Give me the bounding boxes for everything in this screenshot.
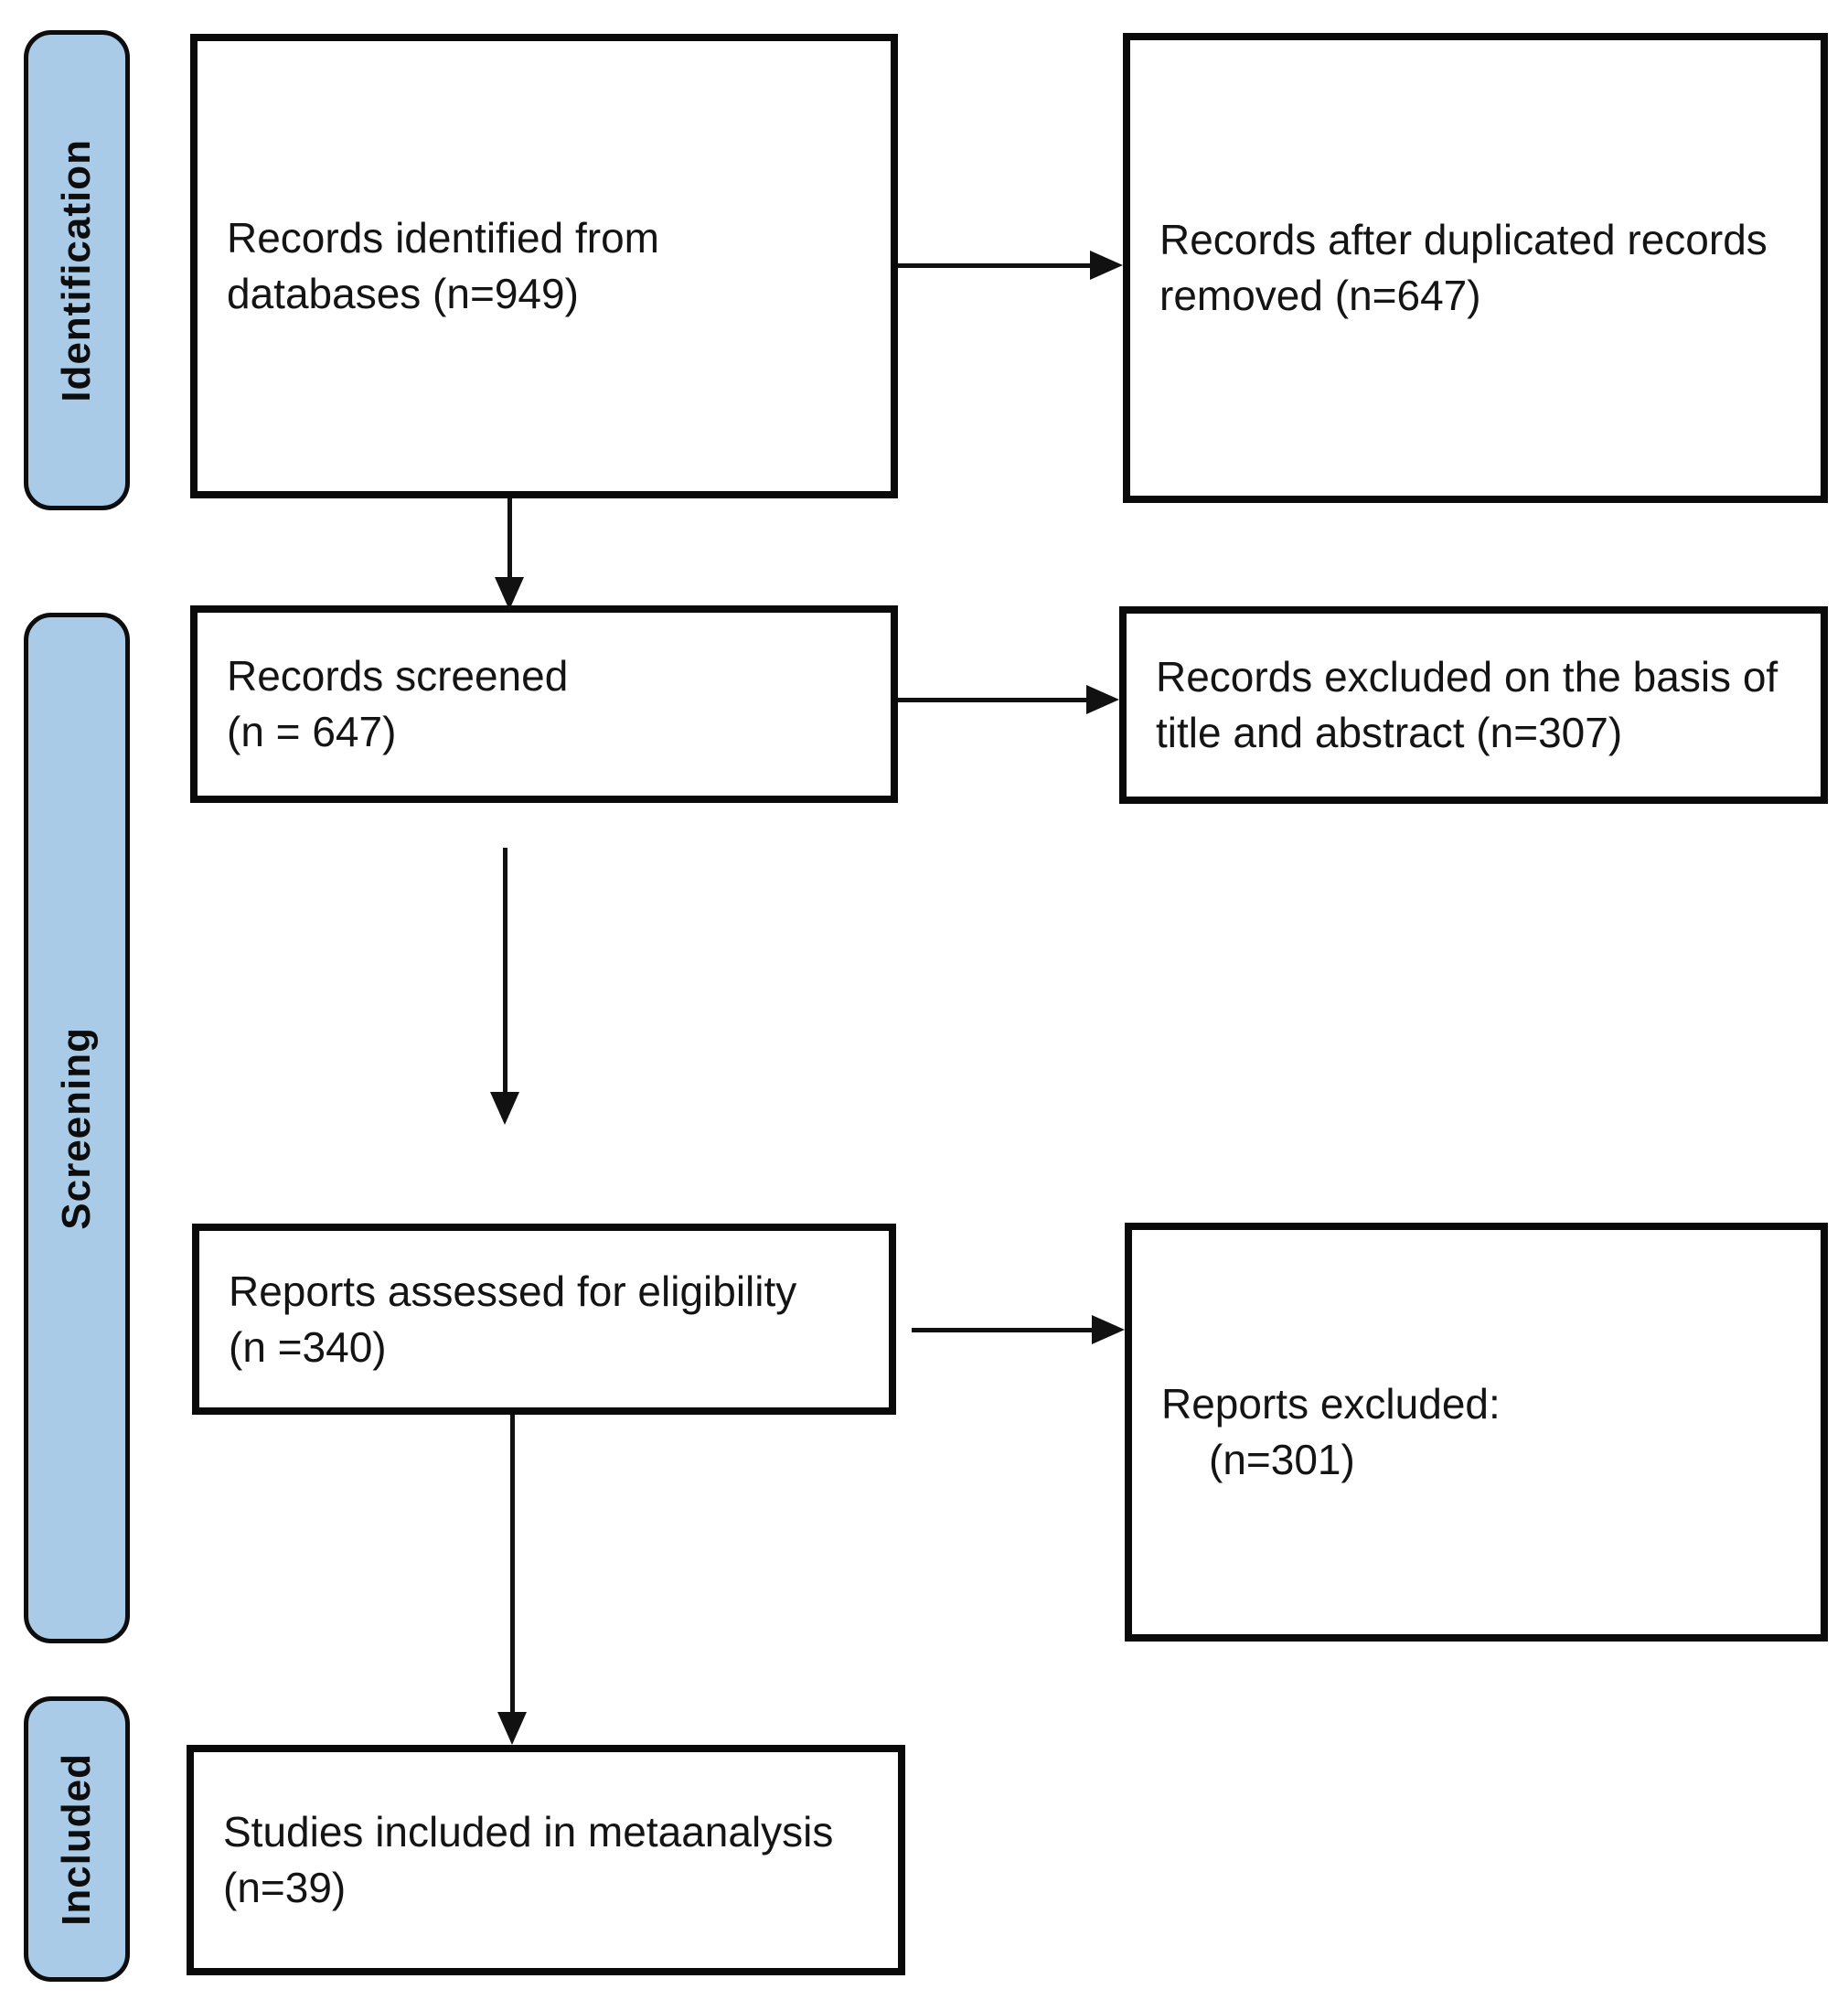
box-records-identified: Records identified from databases (n=949… bbox=[190, 34, 898, 498]
arrow-screened-to-assessed-head-icon bbox=[490, 1092, 519, 1125]
arrow-identified-to-screened-head-icon bbox=[495, 577, 524, 610]
box-records-excluded-title-abstract: Records excluded on the basis of title a… bbox=[1119, 606, 1828, 804]
arrow-assessed-to-included-head-icon bbox=[497, 1712, 527, 1745]
stage-label-identification: Identification bbox=[54, 138, 99, 402]
box-records-excluded-line-2: title and abstract (n=307) bbox=[1156, 709, 1623, 756]
box-records-screened-line-2: (n = 647) bbox=[227, 708, 397, 755]
box-studies-included-line-1: Studies included in metaanalysis bbox=[223, 1808, 834, 1856]
box-studies-included-line-2: (n=39) bbox=[223, 1864, 347, 1911]
box-records-identified-line-2: databases (n=949) bbox=[227, 270, 579, 317]
arrow-assessed-to-included-line bbox=[510, 1415, 515, 1712]
box-records-after-duplicates-removed-line-1: Records after duplicated records bbox=[1159, 216, 1768, 263]
arrow-screened-to-excluded-head-icon bbox=[1086, 685, 1119, 714]
box-reports-excluded-line-1: Reports excluded: bbox=[1161, 1380, 1501, 1428]
arrow-identified-to-deduplicated-line bbox=[898, 263, 1092, 268]
stage-bar-included: Included bbox=[24, 1696, 130, 1982]
arrow-identified-to-deduplicated-head-icon bbox=[1090, 251, 1123, 280]
box-records-excluded-line-1: Records excluded on the basis of bbox=[1156, 653, 1779, 701]
arrow-assessed-to-reports-excluded-line bbox=[912, 1328, 1092, 1332]
stage-label-included: Included bbox=[54, 1752, 99, 1926]
box-reports-assessed-line-2: (n =340) bbox=[229, 1322, 387, 1371]
box-records-after-duplicates-removed-line-2: removed (n=647) bbox=[1159, 272, 1481, 319]
arrow-assessed-to-reports-excluded-head-icon bbox=[1092, 1315, 1125, 1344]
arrow-identified-to-screened-line bbox=[507, 498, 512, 579]
box-studies-included-metaanalysis: Studies included in metaanalysis (n=39) bbox=[187, 1745, 905, 1975]
box-reports-excluded: Reports excluded: (n=301) bbox=[1125, 1223, 1828, 1642]
box-records-identified-line-1: Records identified from bbox=[227, 214, 659, 262]
box-reports-assessed: Reports assessed for eligibility (n =340… bbox=[192, 1224, 896, 1415]
box-records-screened: Records screened (n = 647) bbox=[190, 605, 898, 803]
stage-bar-screening: Screening bbox=[24, 613, 130, 1643]
box-records-after-duplicates-removed: Records after duplicated records removed… bbox=[1123, 33, 1828, 503]
arrow-screened-to-assessed-line bbox=[503, 848, 507, 1092]
box-records-screened-line-1: Records screened bbox=[227, 652, 569, 700]
box-reports-assessed-line-1: Reports assessed for eligibility bbox=[229, 1267, 797, 1315]
stage-label-screening: Screening bbox=[54, 1026, 99, 1230]
box-reports-excluded-line-2: (n=301) bbox=[1209, 1436, 1355, 1483]
arrow-screened-to-excluded-line bbox=[898, 698, 1088, 702]
stage-bar-identification: Identification bbox=[24, 30, 130, 510]
